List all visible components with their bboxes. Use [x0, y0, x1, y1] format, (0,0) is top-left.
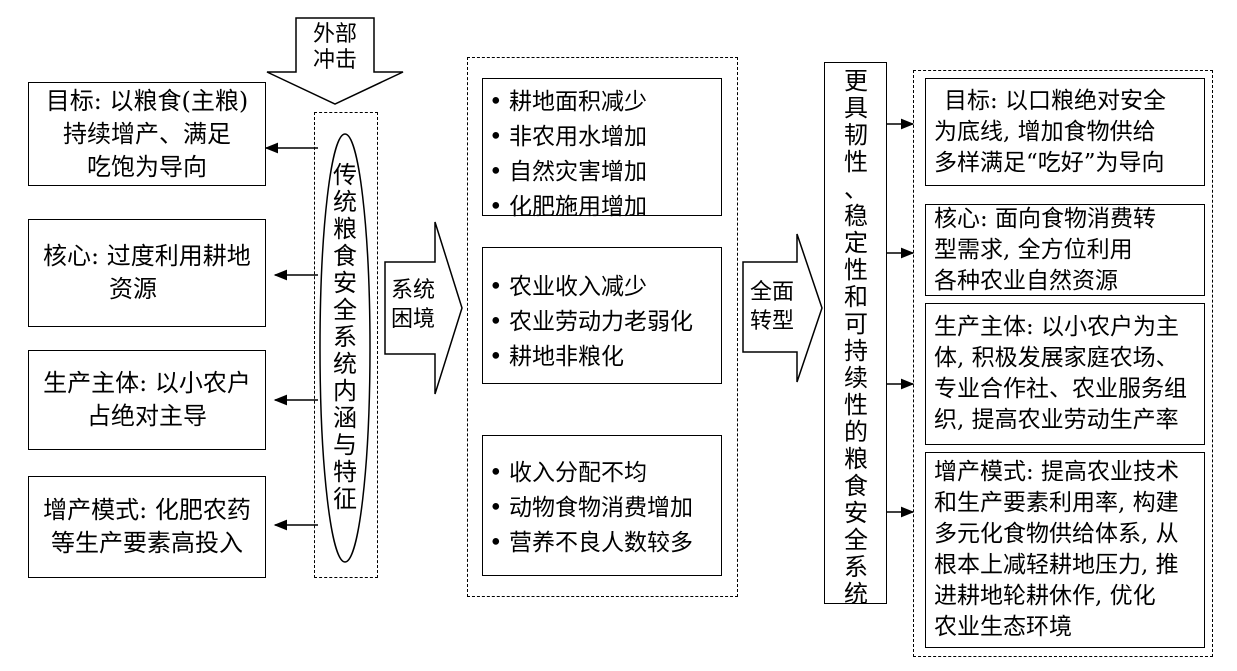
- vertical-char: 食: [333, 242, 357, 270]
- vertical-char: 粮: [844, 445, 868, 473]
- vertical-char: 食: [844, 472, 868, 500]
- list-item: 农业劳动力老弱化: [483, 305, 721, 340]
- traditional-system-label: 传统粮食安全系统内涵与特征: [330, 162, 360, 513]
- resilient-system-label: 更具韧性、稳定性和可持续性的粮食安全系统: [838, 68, 874, 608]
- dilemma-list-labor: 农业收入减少 农业劳动力老弱化 耕地非粮化: [483, 270, 721, 375]
- list-item: 自然灾害增加: [483, 155, 721, 190]
- system-dilemma-arrow: [384, 221, 463, 395]
- vertical-char: 定: [844, 229, 868, 257]
- new-goal-box: 目标: 以口粮绝对安全 为底线, 增加食物供给 多样满足“吃好”为导向: [925, 78, 1205, 186]
- list-item: 化肥施用增加: [483, 190, 721, 225]
- vertical-char: 安: [844, 499, 868, 527]
- dilemma-list-resources: 耕地面积减少 非农用水增加 自然灾害增加 化肥施用增加: [483, 85, 721, 225]
- transformation-label: 全面 转型: [749, 280, 794, 334]
- vertical-char: 、: [844, 175, 868, 203]
- list-item: 非农用水增加: [483, 120, 721, 155]
- vertical-char: 与: [333, 431, 357, 459]
- vertical-char: 持: [844, 337, 868, 365]
- vertical-char: 续: [844, 364, 868, 392]
- vertical-char: 特: [333, 458, 357, 486]
- dilemma-list-consumption: 收入分配不均 动物食物消费增加 营养不良人数较多: [483, 456, 721, 561]
- resilient-system-box: [824, 62, 887, 604]
- new-mode-box: 增产模式: 提高农业技术 和生产要素利用率, 构建 多元化食物供给体系, 从 根…: [925, 452, 1205, 648]
- traditional-subject-box: 生产主体: 以小农户 占绝对主导: [28, 350, 266, 450]
- dilemma-frame: [467, 57, 738, 597]
- list-item: 农业收入减少: [483, 270, 721, 305]
- traditional-goal-box: 目标: 以粮食(主粮) 持续增产、满足 吃饱为导向: [28, 82, 266, 186]
- list-item: 耕地面积减少: [483, 85, 721, 120]
- vertical-char: 韧: [844, 121, 868, 149]
- dilemma-group-labor: 农业收入减少 农业劳动力老弱化 耕地非粮化: [482, 247, 722, 384]
- vertical-char: 粮: [333, 215, 357, 243]
- list-item: 收入分配不均: [483, 456, 721, 491]
- traditional-system-ellipse: [319, 133, 371, 563]
- vertical-char: 全: [333, 296, 357, 324]
- vertical-char: 统: [333, 350, 357, 378]
- traditional-mode-box: 增产模式: 化肥农药 等生产要素高投入: [28, 476, 266, 578]
- vertical-char: 系: [333, 323, 357, 351]
- new-core-box: 核心: 面向食物消费转 型需求, 全方位利用 各种农业自然资源: [925, 204, 1205, 296]
- vertical-char: 征: [333, 485, 357, 513]
- vertical-char: 性: [844, 148, 868, 176]
- vertical-char: 更: [844, 67, 868, 95]
- vertical-char: 涵: [333, 404, 357, 432]
- system-dilemma-label: 系统 困境: [390, 278, 435, 332]
- list-item: 营养不良人数较多: [483, 526, 721, 561]
- vertical-char: 传: [333, 161, 357, 189]
- vertical-char: 全: [844, 526, 868, 554]
- vertical-char: 具: [844, 94, 868, 122]
- vertical-char: 系: [844, 553, 868, 581]
- dilemma-group-resources: 耕地面积减少 非农用水增加 自然灾害增加 化肥施用增加: [482, 78, 722, 225]
- vertical-char: 的: [844, 418, 868, 446]
- vertical-char: 和: [844, 283, 868, 311]
- external-shock-arrow: [266, 17, 404, 105]
- vertical-char: 可: [844, 310, 868, 338]
- vertical-char: 内: [333, 377, 357, 405]
- list-item: 动物食物消费增加: [483, 491, 721, 526]
- vertical-char: 统: [333, 188, 357, 216]
- list-item: 耕地非粮化: [483, 340, 721, 375]
- traditional-core-box: 核心: 过度利用耕地 资源: [28, 219, 266, 327]
- dilemma-group-consumption: 收入分配不均 动物食物消费增加 营养不良人数较多: [482, 435, 722, 576]
- vertical-char: 性: [844, 391, 868, 419]
- vertical-char: 稳: [844, 202, 868, 230]
- external-shock-label: 外部 冲击: [312, 22, 357, 73]
- new-system-frame: [913, 70, 1213, 657]
- vertical-char: 统: [844, 580, 868, 608]
- vertical-char: 安: [333, 269, 357, 297]
- traditional-system-frame: [314, 112, 378, 578]
- new-subject-box: 生产主体: 以小农户为主 体, 积极发展家庭农场、 专业合作社、农业服务组 织,…: [925, 303, 1205, 445]
- transformation-arrow: [742, 233, 823, 383]
- vertical-char: 性: [844, 256, 868, 284]
